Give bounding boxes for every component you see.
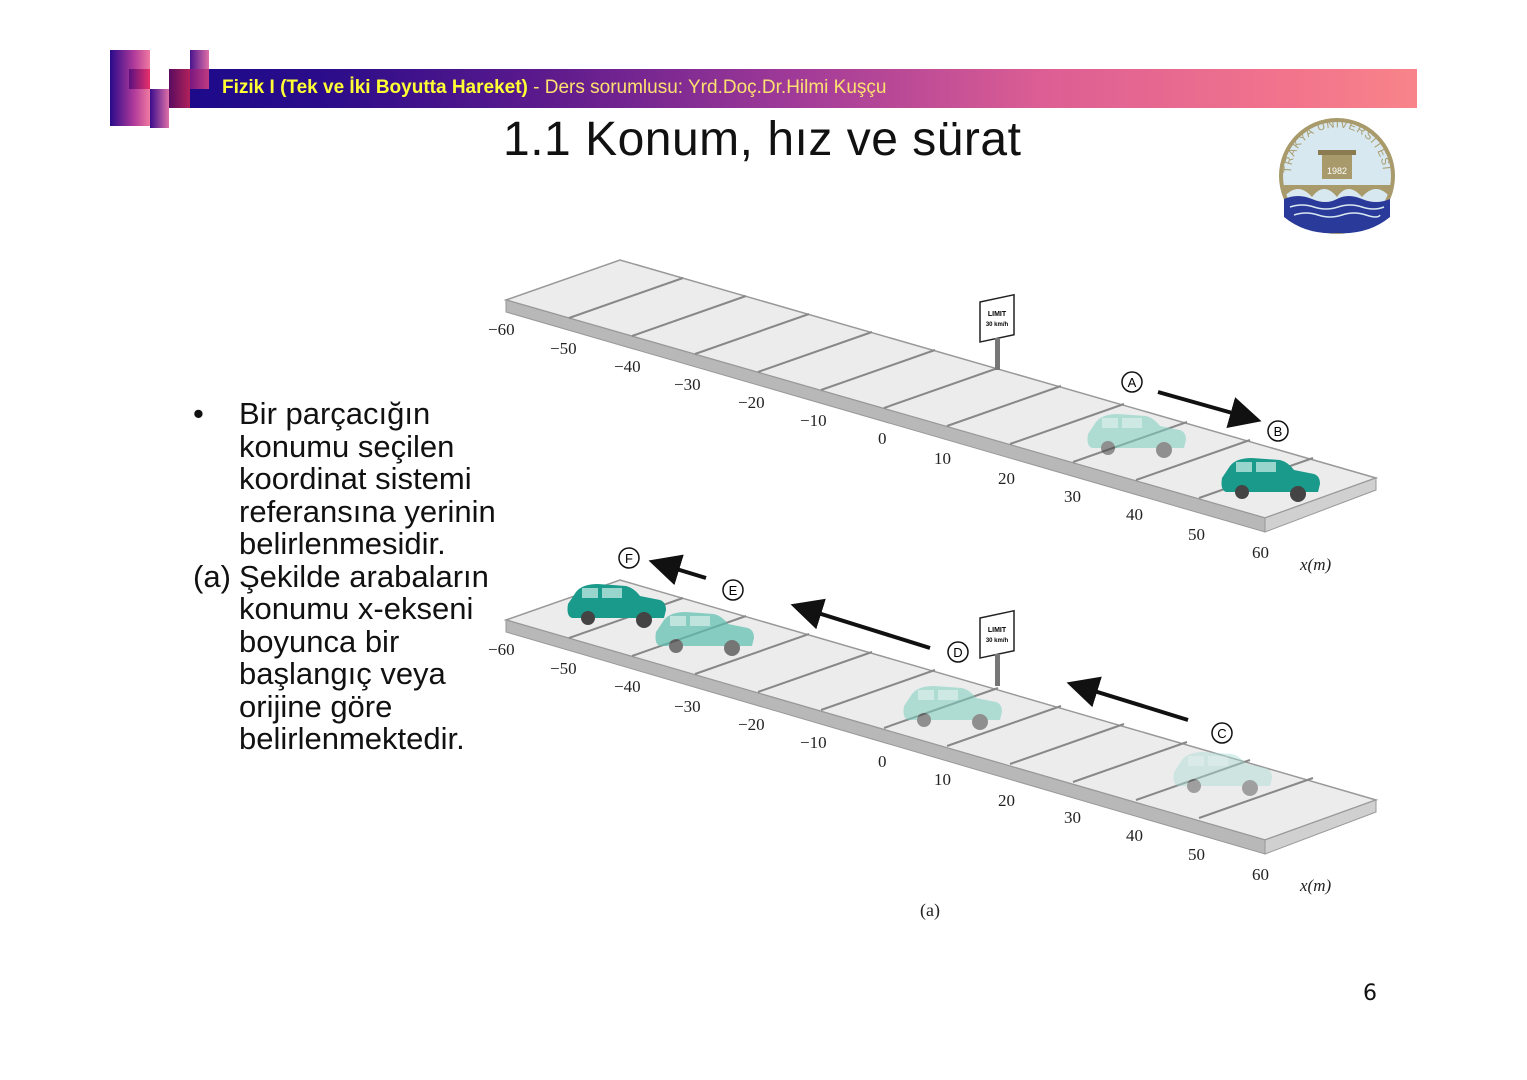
svg-text:0: 0 bbox=[878, 429, 887, 448]
text-line: orijine göre bbox=[239, 688, 393, 724]
text-line: konumu x-ekseni bbox=[239, 591, 474, 626]
svg-text:40: 40 bbox=[1126, 505, 1143, 524]
text-line: boyunca bir bbox=[239, 623, 400, 659]
svg-text:40: 40 bbox=[1126, 826, 1143, 845]
svg-text:A: A bbox=[1128, 375, 1137, 390]
svg-text:D: D bbox=[953, 645, 962, 660]
svg-text:−10: −10 bbox=[800, 411, 827, 430]
point-label-b: B bbox=[1267, 420, 1289, 442]
svg-text:F: F bbox=[625, 551, 633, 566]
svg-text:E: E bbox=[729, 583, 738, 598]
point-label-a: A bbox=[1121, 371, 1143, 393]
point-label-f: F bbox=[618, 547, 640, 569]
svg-text:10: 10 bbox=[934, 770, 951, 789]
text-line: belirlenmektedir. bbox=[239, 721, 465, 756]
header-decoration-square bbox=[150, 89, 169, 128]
tick-labels: −60 −50 −40 −30 −20 −10 0 10 20 30 40 50… bbox=[488, 640, 1331, 895]
svg-text:−50: −50 bbox=[550, 659, 577, 678]
text-line: koordinat sistemi bbox=[239, 461, 472, 496]
svg-text:LIMIT: LIMIT bbox=[988, 627, 1007, 634]
svg-text:30: 30 bbox=[1064, 487, 1081, 506]
svg-text:x(m): x(m) bbox=[1299, 555, 1331, 574]
bottom-road: LIMIT 30 km/h C D E F −60 −50 −40 bbox=[488, 547, 1379, 921]
svg-text:−40: −40 bbox=[614, 357, 641, 376]
svg-text:B: B bbox=[1274, 424, 1283, 439]
limit-sign: LIMIT 30 km/h bbox=[979, 610, 1015, 687]
page-number: 6 bbox=[1363, 981, 1377, 1006]
svg-text:−30: −30 bbox=[674, 697, 701, 716]
svg-text:10: 10 bbox=[934, 449, 951, 468]
text-line: referansına yerinin bbox=[239, 493, 496, 529]
svg-text:LIMIT: LIMIT bbox=[988, 311, 1007, 318]
svg-text:−60: −60 bbox=[488, 320, 515, 339]
svg-text:−20: −20 bbox=[738, 715, 765, 734]
svg-text:30: 30 bbox=[1064, 808, 1081, 827]
header-separator: - bbox=[527, 77, 545, 98]
svg-text:60: 60 bbox=[1252, 543, 1269, 562]
svg-text:20: 20 bbox=[998, 791, 1015, 810]
body-text: • Bir parçacığın konumu seçilen koordina… bbox=[193, 396, 496, 756]
paragraph-marker: (a) bbox=[193, 558, 231, 594]
tick-labels: −60 −50 −40 −30 −20 −10 0 10 20 30 40 50… bbox=[488, 320, 1331, 574]
svg-text:50: 50 bbox=[1188, 845, 1205, 864]
svg-text:30 km/h: 30 km/h bbox=[986, 638, 1009, 644]
svg-text:−20: −20 bbox=[738, 393, 765, 412]
point-label-c: C bbox=[1211, 722, 1233, 744]
point-label-d: D bbox=[947, 641, 969, 663]
header-text: Fizik I (Tek ve İki Boyutta Hareket) - D… bbox=[222, 76, 887, 100]
svg-text:−40: −40 bbox=[614, 677, 641, 696]
university-logo: TRAKYA ÜNİVERSİTESİ 1982 bbox=[1279, 117, 1395, 234]
svg-text:60: 60 bbox=[1252, 865, 1269, 884]
svg-text:0: 0 bbox=[878, 752, 887, 771]
text-line: Bir parçacığın bbox=[239, 396, 431, 431]
position-figure: LIMIT 30 km/h A B −60 −50 −40 −30 −20 −1… bbox=[488, 259, 1379, 921]
text-line: başlangıç veya bbox=[239, 656, 446, 691]
header-bar bbox=[169, 69, 1417, 108]
svg-text:−10: −10 bbox=[800, 733, 827, 752]
course-title: Fizik I (Tek ve İki Boyutta Hareket) bbox=[222, 77, 528, 98]
svg-text:x(m): x(m) bbox=[1299, 876, 1331, 895]
svg-text:−30: −30 bbox=[674, 375, 701, 394]
bullet-item: • Bir parçacığın konumu seçilen koordina… bbox=[193, 396, 496, 561]
header-decoration-square bbox=[190, 50, 209, 70]
text-line: konumu seçilen bbox=[239, 428, 455, 464]
top-road: LIMIT 30 km/h A B −60 −50 −40 −30 −20 −1… bbox=[488, 259, 1379, 574]
header-decoration-square bbox=[129, 69, 150, 89]
point-label-e: E bbox=[722, 579, 744, 601]
svg-text:C: C bbox=[1217, 726, 1226, 741]
limit-sign: LIMIT 30 km/h bbox=[979, 294, 1015, 371]
header-decoration-square bbox=[169, 69, 190, 108]
header-decoration-square bbox=[190, 69, 209, 89]
bullet-marker: • bbox=[193, 396, 204, 431]
paragraph-item: (a) Şekilde arabaların konumu x-ekseni b… bbox=[193, 558, 496, 756]
logo-year: 1982 bbox=[1327, 166, 1347, 176]
svg-text:30 km/h: 30 km/h bbox=[986, 322, 1009, 328]
svg-text:50: 50 bbox=[1188, 525, 1205, 544]
slide-title: 1.1 Konum, hız ve sürat bbox=[503, 113, 1022, 166]
svg-text:−60: −60 bbox=[488, 640, 515, 659]
text-line: Şekilde arabaların bbox=[239, 558, 489, 594]
svg-text:20: 20 bbox=[998, 469, 1015, 488]
instructor-name: Ders sorumlusu: Yrd.Doç.Dr.Hilmi Kuşçu bbox=[544, 77, 887, 98]
text-line: belirlenmesidir. bbox=[239, 526, 446, 561]
figure-caption: (a) bbox=[920, 900, 940, 921]
svg-text:−50: −50 bbox=[550, 339, 577, 358]
